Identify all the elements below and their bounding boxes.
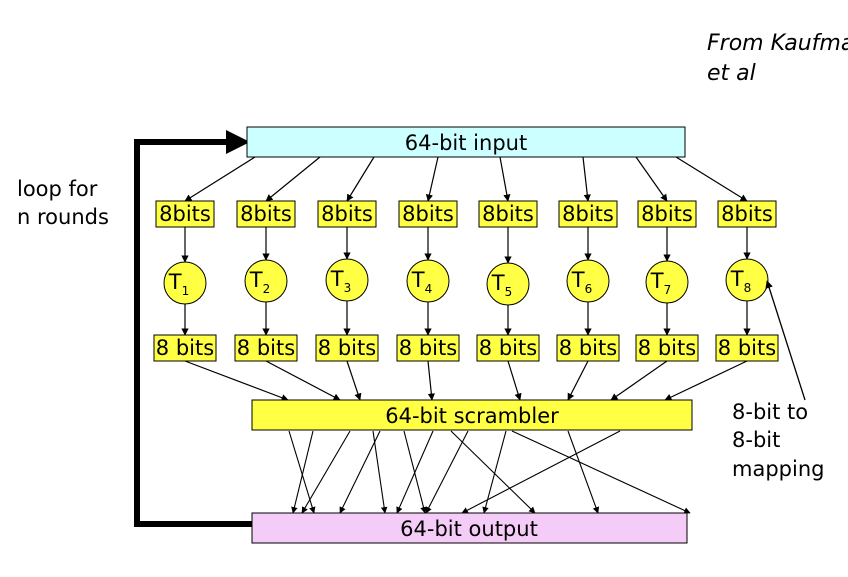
credit-line-2: et al (707, 61, 756, 86)
input-chunk-box (637, 200, 697, 228)
table-label: T5 (491, 271, 512, 299)
mapping-note-line-2: 8-bit (732, 428, 780, 452)
table-circle (566, 259, 610, 303)
output-chunk-label: 8 bits (638, 336, 696, 360)
scrambler-to-output-arrow (461, 430, 621, 514)
output-chunk-label: 8 bits (156, 336, 214, 360)
input-to-chunk-arrow (635, 156, 668, 202)
input-chunk-label: 8bits (240, 202, 292, 226)
output-chunk-box (476, 334, 540, 362)
chunk-to-scrambler-arrow (610, 360, 668, 401)
input-chunk-label: 8bits (562, 202, 614, 226)
scrambler-to-output-arrow (372, 430, 388, 514)
table-circle (725, 258, 769, 302)
output-chunk-box (153, 334, 217, 362)
input-chunk-box (236, 200, 296, 228)
input-to-chunk-arrow (184, 156, 256, 202)
output-chunk-label: 8 bits (718, 336, 776, 360)
output-chunk-box (635, 334, 699, 362)
table-circle (244, 259, 288, 303)
table-circle (325, 258, 369, 302)
output-chunk-box (234, 334, 298, 362)
input-to-chunk-arrow (346, 156, 375, 202)
scrambler-to-output-arrow (482, 430, 507, 514)
input-to-chunk-arrow (675, 156, 748, 202)
scrambler-to-output-arrow (425, 430, 469, 514)
table-label: T6 (571, 268, 592, 296)
input-to-chunk-arrow (265, 156, 321, 202)
input-to-chunk-arrow (499, 156, 511, 202)
connector-lines (181, 156, 751, 402)
output-chunk-box (315, 334, 379, 362)
scrambler-box (251, 399, 693, 431)
table-label: T3 (330, 267, 351, 295)
scrambler-box-label: 64-bit scrambler (385, 404, 559, 428)
table-label: T4 (411, 268, 432, 296)
input-chunk-label: 8bits (402, 202, 454, 226)
loop-arrow (134, 130, 252, 527)
table-circle (163, 261, 207, 305)
table-label: T2 (249, 268, 270, 296)
table-circle (486, 262, 530, 306)
scrambler-to-output-arrow (291, 430, 314, 514)
scrambler-to-output-arrow (511, 430, 691, 514)
chunk-to-scrambler-arrow (346, 360, 362, 401)
input-chunk-label: 8bits (641, 202, 693, 226)
scrambler-to-output-arrow (567, 430, 600, 514)
input-chunk-box (717, 200, 777, 228)
scrambler-to-output-arrow (450, 430, 536, 514)
table-label: T1 (168, 270, 189, 298)
mapping-note-line-3: mapping (732, 457, 824, 481)
output-chunk-label: 8 bits (479, 336, 537, 360)
scrambler-to-output-arrow (396, 430, 434, 514)
output-chunks: 8 bits 8 bits 8 bits 8 bits 8 bits 8 bits 8 bi… (153, 334, 779, 362)
input-to-chunk-arrow (425, 156, 439, 202)
output-chunk-label: 8 bits (559, 336, 617, 360)
output-chunk-label: 8 bits (237, 336, 295, 360)
chunk-to-scrambler-arrow (265, 360, 341, 401)
chunk-to-scrambler-arrow (567, 360, 589, 401)
substitution-tables: T1 T2 T3 T4 T5 T6 T7 T8 (163, 258, 769, 306)
output-chunk-box (396, 334, 460, 362)
input-chunk-label: 8bits (321, 202, 373, 226)
output-chunk-label: 8 bits (399, 336, 457, 360)
credit-line-1: From Kaufman (707, 31, 848, 56)
scrambler-to-output-arrow (339, 430, 381, 514)
input-chunk-label: 8bits (159, 202, 211, 226)
loop-label-line-1: loop for (17, 177, 98, 201)
table-label: T7 (650, 269, 671, 297)
chunk-to-scrambler-arrow (184, 360, 289, 402)
input-box (246, 126, 686, 158)
input-to-chunk-arrow (582, 156, 591, 202)
scrambler-output-lines (288, 430, 691, 514)
mapping-note-pointer (765, 280, 806, 401)
output-box (251, 512, 688, 544)
input-chunk-label: 8bits (721, 202, 773, 226)
chunk-to-scrambler-arrow (664, 360, 748, 401)
output-box-label: 64-bit output (400, 517, 538, 541)
scrambler-to-output-arrow (301, 430, 351, 514)
table-circle (406, 259, 450, 303)
input-chunk-box (558, 200, 618, 228)
mapping-note-line-1: 8-bit to (732, 400, 808, 424)
loop-label-line-2: n rounds (17, 205, 109, 229)
output-chunk-box (556, 334, 620, 362)
input-box-label: 64-bit input (405, 131, 527, 155)
input-chunk-box (478, 200, 538, 228)
input-chunk-box (398, 200, 458, 228)
output-chunk-box (715, 334, 779, 362)
output-chunk-label: 8 bits (318, 336, 376, 360)
input-chunk-label: 8bits (482, 202, 534, 226)
input-chunk-box (317, 200, 377, 228)
chunk-to-scrambler-arrow (507, 360, 522, 401)
table-circle (645, 260, 689, 304)
chunk-to-scrambler-arrow (427, 360, 435, 401)
table-label: T8 (730, 267, 751, 295)
input-chunks: 8bits 8bits 8bits 8bits 8bits 8bits 8bits 8bits (155, 200, 777, 228)
input-chunk-box (155, 200, 215, 228)
